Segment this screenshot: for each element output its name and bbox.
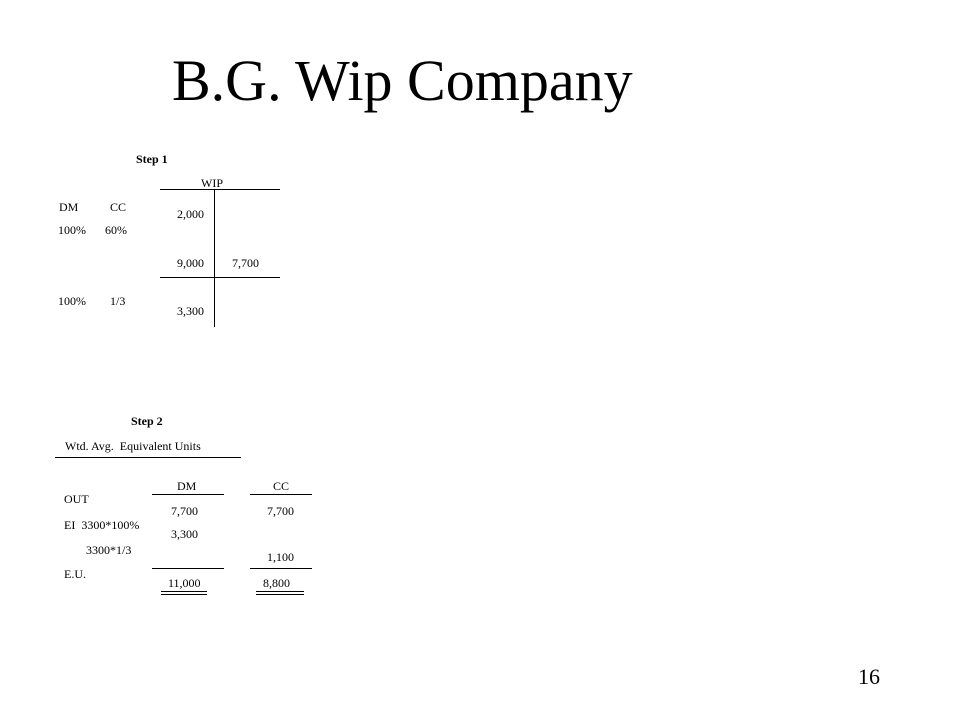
cc-subtotal-line [250,568,312,569]
col-cc-underline [250,494,312,495]
wip-account-label: WIP [201,176,223,190]
wip-debit-end: 3,300 [177,304,204,318]
begin-cc-pct: 60% [105,223,127,237]
col-dm-underline [152,494,224,495]
step1-label: Step 1 [136,152,168,166]
t-account-subtotal-line [160,277,280,278]
dm-ei-value: 3,300 [171,527,198,541]
dm-out-value: 7,700 [171,504,198,518]
dm-double-underline-2 [161,594,207,595]
row-ei-dm-label: EI 3300*100% [64,518,140,532]
t-account-vertical-line [214,189,215,327]
dm-subtotal-line [152,568,224,569]
step2-heading-underline [55,457,241,458]
col-dm-header: DM [177,479,197,493]
cc-double-underline-2 [256,594,304,595]
cc-double-underline-1 [256,591,304,592]
cc-ei-value: 1,100 [267,550,294,564]
dm-header: DM [59,200,79,214]
step2-label: Step 2 [131,414,163,428]
wip-credit-out: 7,700 [232,256,259,270]
wip-debit-begin: 2,000 [177,207,204,221]
cc-header: CC [110,200,127,214]
cc-total-value: 8,800 [263,576,290,590]
page-title: B.G. Wip Company [172,48,633,113]
step2-heading: Wtd. Avg. Equivalent Units [65,439,201,453]
end-cc-fraction: 1/3 [110,294,126,308]
dm-total-value: 11,000 [168,576,201,590]
row-out-label: OUT [64,492,89,506]
end-dm-pct: 100% [58,294,86,308]
dm-double-underline-1 [161,591,207,592]
row-ei-cc-label: 3300*1/3 [86,543,132,557]
t-account-top-line [160,189,280,190]
row-eu-label: E.U. [64,567,86,581]
col-cc-header: CC [273,479,290,493]
wip-debit-added: 9,000 [177,256,204,270]
page-number: 16 [858,664,880,689]
begin-dm-pct: 100% [58,223,86,237]
cc-out-value: 7,700 [267,504,294,518]
